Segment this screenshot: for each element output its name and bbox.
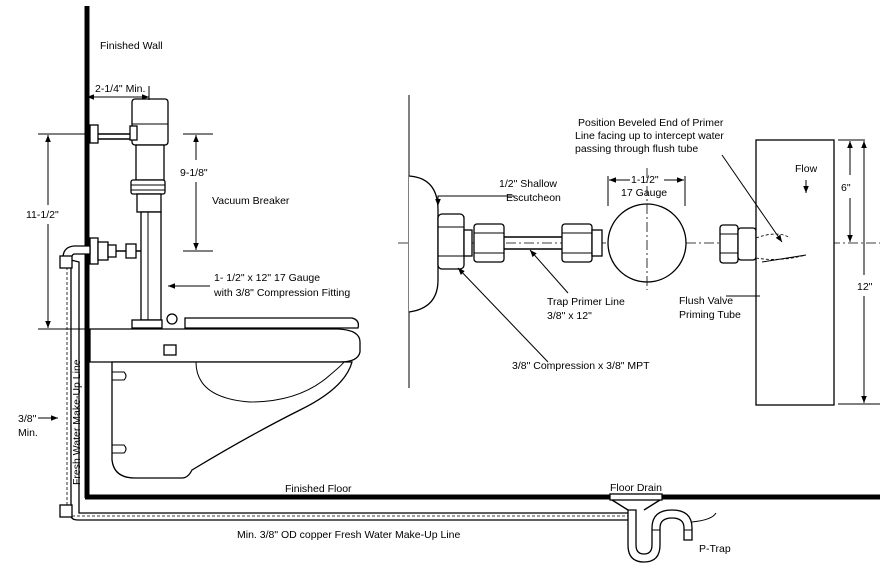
label-flow: Flow	[795, 163, 818, 175]
leader-compression	[457, 267, 549, 363]
gauge-tube-cross-section	[607, 168, 687, 290]
label-17-gauge: 17 Gauge	[621, 187, 667, 199]
dim-11-1-2	[38, 133, 90, 330]
label-finished-wall: Finished Wall	[100, 40, 163, 52]
label-escutcheon-1: 1/2" Shallow	[499, 178, 557, 190]
label-gauge-tube-2: with 3/8" Compression Fitting	[213, 287, 350, 299]
label-trap-primer-1: Trap Primer Line	[547, 296, 625, 308]
primer-end-fitting	[719, 224, 757, 264]
label-position-3: passing through flush tube	[575, 143, 698, 155]
label-3-8: 3/8"	[18, 413, 37, 425]
dim-1-1-2	[607, 176, 686, 206]
leader-escutcheon	[435, 195, 514, 206]
flush-valve-priming-tube	[755, 139, 835, 406]
label-6: 6"	[841, 182, 851, 194]
label-gauge-tube-1: 1- 1/2" x 12" 17 Gauge	[214, 272, 320, 284]
label-position-2: Line facing up to intercept water	[575, 130, 724, 142]
label-floor-drain: Floor Drain	[610, 482, 662, 494]
leader-position	[721, 154, 783, 243]
floor-drain	[609, 493, 663, 511]
trap-primer-line	[504, 236, 562, 250]
label-11-1-2: 11-1/2"	[26, 209, 59, 221]
label-flush-valve-2: Priming Tube	[679, 309, 741, 321]
label-position-1: Position Beveled End of Primer	[578, 117, 724, 129]
dim-12	[838, 141, 880, 405]
label-make-up-line-vertical: Fresh Water Make-Up Line	[71, 359, 83, 485]
label-finished-floor: Finished Floor	[285, 483, 352, 495]
label-1-1-2: 1-1/2"	[631, 174, 659, 186]
label-9-1-8: 9-1/8"	[180, 167, 208, 179]
dim-6	[838, 139, 865, 242]
label-flush-valve-1: Flush Valve	[679, 295, 733, 307]
label-trap-primer-2: 3/8" x 12"	[547, 310, 592, 322]
fresh-water-make-up-line	[59, 245, 633, 521]
leader-trap-primer	[529, 249, 569, 294]
label-p-trap: P-Trap	[699, 543, 731, 555]
label-12: 12"	[857, 281, 873, 293]
dim-2-1-4-min	[87, 86, 150, 100]
dim-9-1-8	[183, 133, 213, 252]
flush-valve-assembly	[89, 98, 169, 329]
p-trap	[627, 509, 717, 563]
label-compression: 3/8" Compression x 3/8" MPT	[512, 360, 650, 372]
label-escutcheon-2: Escutcheon	[506, 192, 561, 204]
label-min: Min.	[18, 427, 38, 439]
label-2-1-4-min: 2-1/4" Min.	[95, 83, 145, 95]
shallow-escutcheon	[408, 175, 439, 313]
primer-coupling	[561, 223, 603, 263]
label-vacuum-breaker: Vacuum Breaker	[212, 195, 290, 207]
compression-fitting-mpt	[437, 213, 505, 270]
label-make-up-line-bottom: Min. 3/8" OD copper Fresh Water Make-Up …	[237, 529, 460, 541]
wall-hung-toilet	[89, 313, 361, 479]
